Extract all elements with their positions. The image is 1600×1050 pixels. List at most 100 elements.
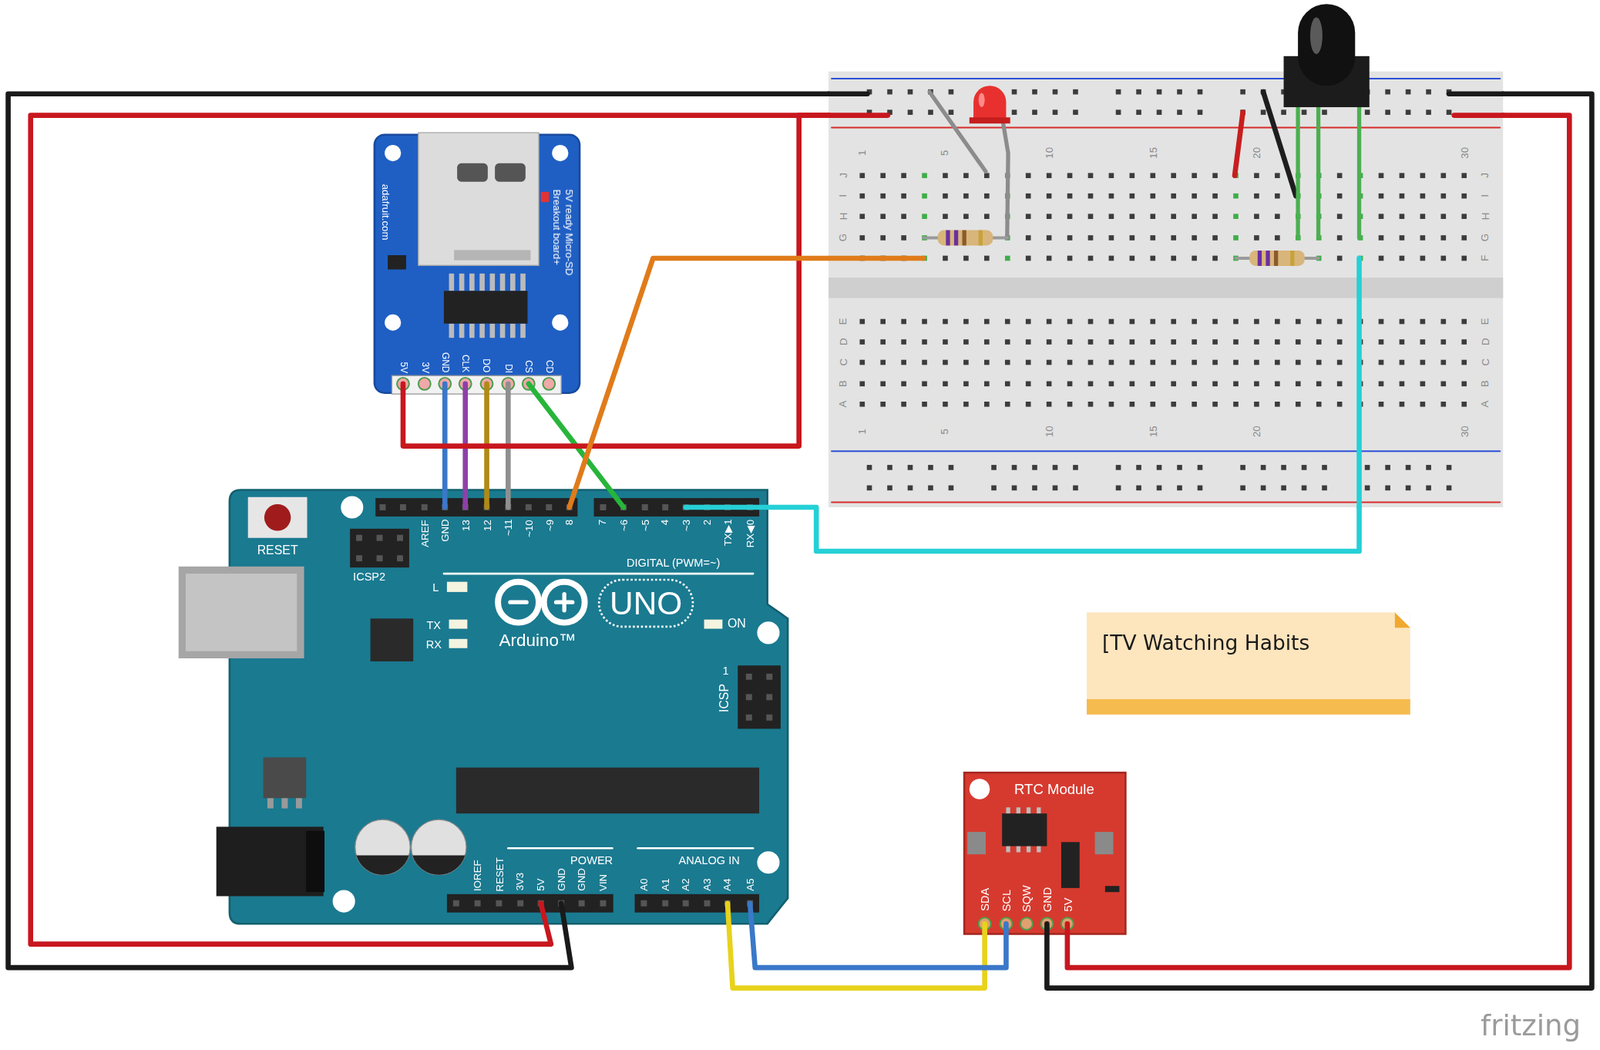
pin-pad xyxy=(1020,917,1033,930)
breadboard-hole xyxy=(1316,401,1322,407)
chip xyxy=(1001,813,1047,846)
board-text: 5V xyxy=(397,361,409,374)
rail-hole xyxy=(1197,485,1204,491)
rail-hole xyxy=(1321,109,1328,115)
smd-part xyxy=(1105,885,1120,892)
rail-hole xyxy=(1136,89,1142,95)
wire-ends xyxy=(828,94,1503,508)
rail-hole xyxy=(1364,485,1371,491)
rail-hole xyxy=(1301,109,1308,115)
logo xyxy=(544,581,585,623)
rail-hole xyxy=(907,464,914,471)
board-text: RTC Module xyxy=(1014,780,1095,797)
jumper-wire xyxy=(1263,91,1296,196)
header-pin xyxy=(517,900,524,907)
breadboard-index: A xyxy=(1478,400,1491,408)
smd-part xyxy=(1061,841,1080,888)
board-text: RX xyxy=(426,637,442,651)
led-body xyxy=(973,85,1006,121)
icsp-header xyxy=(737,665,781,729)
breadboard-hole xyxy=(1378,172,1385,179)
rail-hole xyxy=(1321,464,1328,471)
breadboard-hole xyxy=(1046,235,1053,241)
breadboard-index: G xyxy=(836,233,849,242)
header-pin xyxy=(376,534,384,542)
board-text: GND xyxy=(575,867,588,891)
breadboard-hole xyxy=(1005,255,1011,262)
rail-hole xyxy=(1197,89,1204,95)
breadboard-hole xyxy=(1420,255,1426,262)
rail-hole xyxy=(867,464,873,471)
breadboard-hole xyxy=(1399,213,1406,219)
pin-header xyxy=(447,894,614,913)
breadboard-hole xyxy=(859,172,865,179)
breadboard-hole xyxy=(1067,193,1073,199)
breadboard-hole xyxy=(1378,255,1385,262)
breadboard-index: C xyxy=(836,358,849,367)
reset-button xyxy=(264,504,291,531)
rail-hole xyxy=(1072,485,1079,491)
breadboard-index: J xyxy=(836,172,849,179)
rail-hole xyxy=(1115,109,1122,115)
breadboard-hole xyxy=(1378,213,1385,219)
header-pin xyxy=(396,554,404,562)
wire-end xyxy=(828,90,868,97)
board-text: 3V3 xyxy=(514,872,526,891)
breadboard-hole xyxy=(963,319,969,325)
wire xyxy=(569,258,829,508)
rail-hole xyxy=(1011,464,1018,471)
breadboard-hole xyxy=(1212,235,1218,241)
note: [TV Watching Habits xyxy=(1086,611,1411,714)
breadboard-hole xyxy=(1191,359,1197,366)
board-text: DO xyxy=(480,358,492,373)
resistor-band xyxy=(962,230,967,246)
board-text: RESET xyxy=(493,857,505,891)
rail-hole xyxy=(948,485,955,491)
rail-hole xyxy=(1052,464,1059,471)
breadboard-hole xyxy=(1191,339,1197,345)
breadboard-hole xyxy=(1337,172,1343,179)
breadboard-hole xyxy=(942,172,948,179)
board-text: GND xyxy=(555,867,568,891)
rail-hole xyxy=(1031,464,1038,471)
chip-pin xyxy=(510,273,516,292)
rail-hole xyxy=(907,485,914,491)
chip-pin xyxy=(520,273,526,292)
breadboard-hole xyxy=(1067,381,1073,387)
rail-line xyxy=(831,450,1500,452)
rail-hole xyxy=(1197,109,1204,115)
header-pin xyxy=(746,693,753,700)
board-text: SDA xyxy=(978,887,992,911)
breadboard-hole xyxy=(1025,172,1032,179)
resistor-symbol xyxy=(1249,250,1305,266)
breadboard-hole xyxy=(1149,381,1156,387)
board-text: 8 xyxy=(563,519,575,525)
breadboard-hole xyxy=(1212,213,1218,219)
breadboard-index: B xyxy=(1478,379,1491,387)
breadboard-hole xyxy=(921,172,928,179)
rail-hole xyxy=(927,109,934,115)
breadboard-index: F xyxy=(1478,255,1491,262)
ir-leg xyxy=(1295,101,1300,238)
breadboard-hole xyxy=(1337,359,1343,366)
breadboard-hole xyxy=(1274,401,1281,407)
breadboard-hole xyxy=(1067,255,1073,262)
breadboard-hole xyxy=(1461,255,1467,262)
breadboard-hole xyxy=(1170,255,1177,262)
header-pin xyxy=(453,900,460,907)
header-pin xyxy=(578,900,585,907)
board-text: L xyxy=(432,580,439,594)
breadboard-hole xyxy=(1067,172,1073,179)
breadboard-hole xyxy=(921,359,928,366)
arduino-uno xyxy=(178,490,788,925)
breadboard-hole xyxy=(1005,381,1011,387)
logo xyxy=(598,579,693,627)
breadboard-hole xyxy=(984,319,990,325)
sd-spring xyxy=(457,163,488,182)
mounting-hole xyxy=(756,850,780,874)
mounting-hole xyxy=(551,144,569,162)
breadboard-index: 1 xyxy=(856,150,868,156)
board-text: ICSP2 xyxy=(352,569,386,583)
